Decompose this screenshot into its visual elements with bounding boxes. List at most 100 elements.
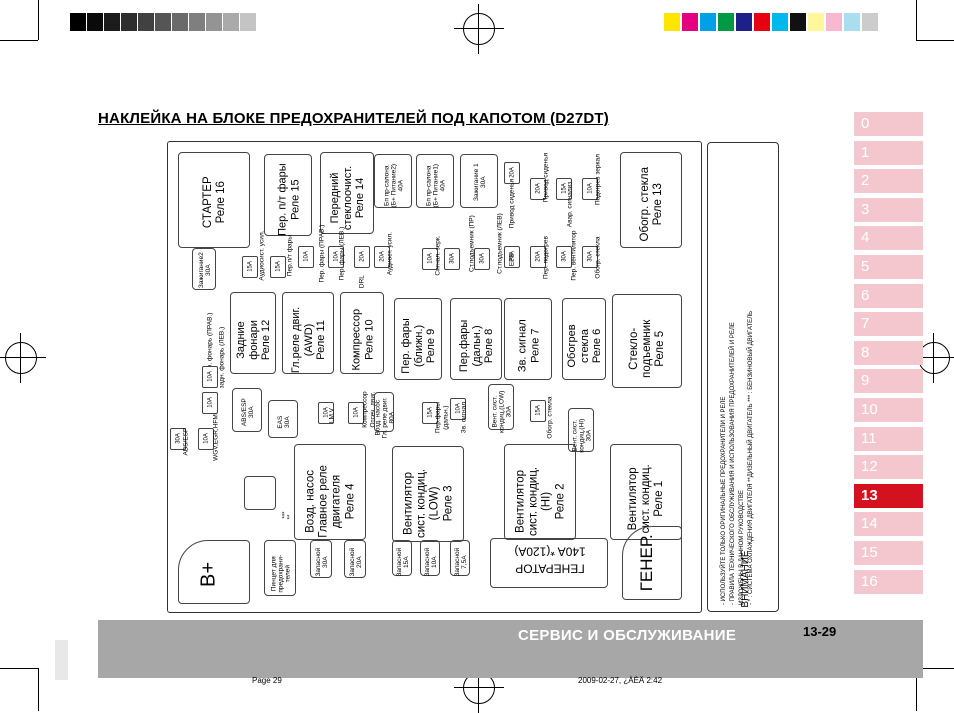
tab-7[interactable]: 7 bbox=[854, 312, 923, 337]
fuse-batt-1: Бп пр-салона (Б+ Питание1) 40A bbox=[416, 154, 454, 208]
swatch bbox=[206, 13, 222, 31]
relay-label: СТАРТЕР Реле 16 bbox=[201, 176, 227, 229]
fuse-value: 30A bbox=[449, 253, 456, 264]
swatch bbox=[155, 13, 171, 31]
bplus-terminal: B+ bbox=[178, 540, 250, 604]
relay-7: Зв. сигнал Реле 7 bbox=[504, 298, 552, 380]
notice-line: - ПРАВИЛА ТЕХНИЧЕСКОГО ОБСЛУЖИВАНИЯ И ИС… bbox=[730, 322, 736, 605]
fuse-label: Запасной 10A bbox=[423, 547, 438, 577]
fuse-caption: Привод сиденья bbox=[542, 152, 550, 203]
fuse-value: 10A bbox=[587, 183, 594, 194]
fuse-10a: 10A bbox=[318, 402, 334, 424]
registration-mark bbox=[454, 4, 504, 54]
tab-2[interactable]: 2 bbox=[854, 169, 923, 194]
fuse-label: Пинцет для предохрани- телей bbox=[270, 554, 292, 593]
chapter-tabs: 0 1 2 3 4 5 6 7 8 9 10 11 12 13 14 15 16 bbox=[854, 112, 923, 598]
swatch bbox=[240, 13, 256, 31]
crop-mark bbox=[916, 668, 954, 669]
fuse-value: 10A bbox=[353, 407, 360, 418]
fuse-caption: Пер.фары bbox=[434, 402, 442, 434]
fuse-caption: Подогрев зеркал bbox=[594, 154, 602, 206]
relay-5: Стекло- подъемник Реле 5 bbox=[612, 294, 682, 388]
relay-label: Вентилятор сист. кондиц. (HI) Реле 2 bbox=[514, 466, 567, 537]
fuse-caption: EPB bbox=[508, 253, 516, 267]
relay-label: Обогр. стекла Реле 13 bbox=[638, 166, 664, 242]
swatch bbox=[736, 13, 752, 31]
warning-notice: ВНИМАНИЕ - ИСПОЛЬЗУЙТЕ ТОЛЬКО ОРИГИНАЛЬН… bbox=[707, 142, 779, 612]
asterisk-mark: ** bbox=[287, 514, 294, 520]
fuse-20a: 20A bbox=[504, 162, 520, 184]
fuse-ign-2: Зажигание2 30A bbox=[192, 248, 216, 290]
swatch bbox=[138, 13, 154, 31]
fuse-caption: ABS/ESP bbox=[182, 427, 190, 456]
spare-20a: Запасной 20A bbox=[344, 540, 366, 578]
relay-9: Пер. фары (ближн.) Реле 9 bbox=[394, 298, 442, 380]
fuse-caption: Зв. сигнал bbox=[460, 401, 468, 434]
generator-label: ГЕНЕРАТОР 140A *(120A) bbox=[514, 544, 586, 576]
tab-12[interactable]: 12 bbox=[854, 455, 923, 480]
fuse-20a: 20A bbox=[354, 246, 370, 268]
fuse-label: Бп пр-салона (Б+ Питание2) 40A bbox=[383, 163, 405, 208]
crop-mark bbox=[916, 0, 917, 40]
crop-mark bbox=[916, 668, 917, 711]
relay-14: Передний стеклоочист. Реле 14 bbox=[320, 152, 374, 234]
left-accent-bar bbox=[55, 640, 68, 680]
tab-13[interactable]: 13 bbox=[854, 483, 923, 508]
fuse-value: 10A bbox=[203, 433, 210, 444]
fuse-label: Зажигание 1 30A bbox=[472, 163, 487, 201]
tab-14[interactable]: 14 bbox=[854, 512, 923, 537]
print-meta-left: Page 29 bbox=[252, 676, 282, 685]
fuse-15a: 15A bbox=[242, 256, 258, 278]
fuse-label: Вент. сист. кондиц.(LOW) 30A bbox=[491, 390, 513, 433]
fuse-vent-low: Вент. сист. кондиц.(LOW) 30A bbox=[488, 384, 514, 433]
fuse-10a: 10A bbox=[298, 246, 314, 268]
tab-3[interactable]: 3 bbox=[854, 197, 923, 222]
relay-11: Гл.реле двиг. (AWD) Реле 11 bbox=[282, 292, 334, 374]
fuse-caption: Ст.подъемник (ЛЕВ) bbox=[496, 213, 504, 274]
tab-6[interactable]: 6 bbox=[854, 283, 923, 308]
fuse-caption: Сигнал. зерк. bbox=[434, 235, 442, 276]
crop-mark bbox=[38, 0, 39, 40]
swatch bbox=[70, 13, 86, 31]
section-title: СЕРВИС И ОБСЛУЖИВАНИЕ bbox=[518, 627, 737, 644]
tab-15[interactable]: 15 bbox=[854, 540, 923, 565]
tab-11[interactable]: 11 bbox=[854, 426, 923, 451]
fuse-20a: 20A bbox=[530, 246, 546, 268]
tab-4[interactable]: 4 bbox=[854, 226, 923, 251]
tab-16[interactable]: 16 bbox=[854, 569, 923, 594]
tab-9[interactable]: 9 bbox=[854, 369, 923, 394]
swatch bbox=[862, 13, 878, 31]
tab-5[interactable]: 5 bbox=[854, 254, 923, 279]
relay-label: Компрессор Реле 10 bbox=[350, 308, 375, 371]
fuse-value: 30A bbox=[479, 253, 486, 264]
swatch bbox=[223, 13, 239, 31]
fuse-label: Запасной 30A bbox=[314, 547, 329, 577]
fuse-value: 15A bbox=[247, 261, 254, 272]
tab-0[interactable]: 0 bbox=[854, 112, 923, 136]
fuse-label: Запасной 7,5A bbox=[453, 547, 468, 577]
fuse-15a: 15A bbox=[270, 256, 286, 278]
fuse-caption: Аудиосист. усил. bbox=[258, 230, 266, 281]
fuse-label: Возд. насос Гл. реле двиг. 80A bbox=[374, 397, 396, 439]
spare-15a: Запасной 15A bbox=[392, 540, 412, 577]
fuse-value: 15A bbox=[535, 405, 542, 416]
fuse-20a: 20A bbox=[530, 178, 546, 200]
fuse-10a: 10A bbox=[450, 398, 466, 420]
fuse-15a: 15A bbox=[530, 400, 546, 422]
fuse-value: 10A bbox=[303, 251, 310, 262]
fuse-label: ABS/ESP 30A bbox=[240, 398, 255, 427]
tab-10[interactable]: 10 bbox=[854, 397, 923, 422]
fuse-10a: 10A bbox=[328, 246, 344, 268]
relay-2: Вентилятор сист. кондиц. (HI) Реле 2 bbox=[504, 444, 576, 540]
tab-8[interactable]: 8 bbox=[854, 340, 923, 365]
swatch bbox=[844, 13, 860, 31]
generator-terminal-label: ГЕНЕР. bbox=[637, 534, 657, 592]
fuse-value: 30A bbox=[587, 251, 594, 262]
fuse-value: 20A bbox=[535, 183, 542, 194]
relay-13: Обогр. стекла Реле 13 bbox=[620, 152, 682, 248]
swatch bbox=[826, 13, 842, 31]
fuse-caption: задн. фонарь (ЛЕВ.) bbox=[218, 326, 226, 389]
fuse-caption: Обогр. стекла bbox=[594, 236, 602, 279]
tab-1[interactable]: 1 bbox=[854, 140, 923, 165]
generator-terminal: ГЕНЕР. bbox=[622, 526, 682, 600]
